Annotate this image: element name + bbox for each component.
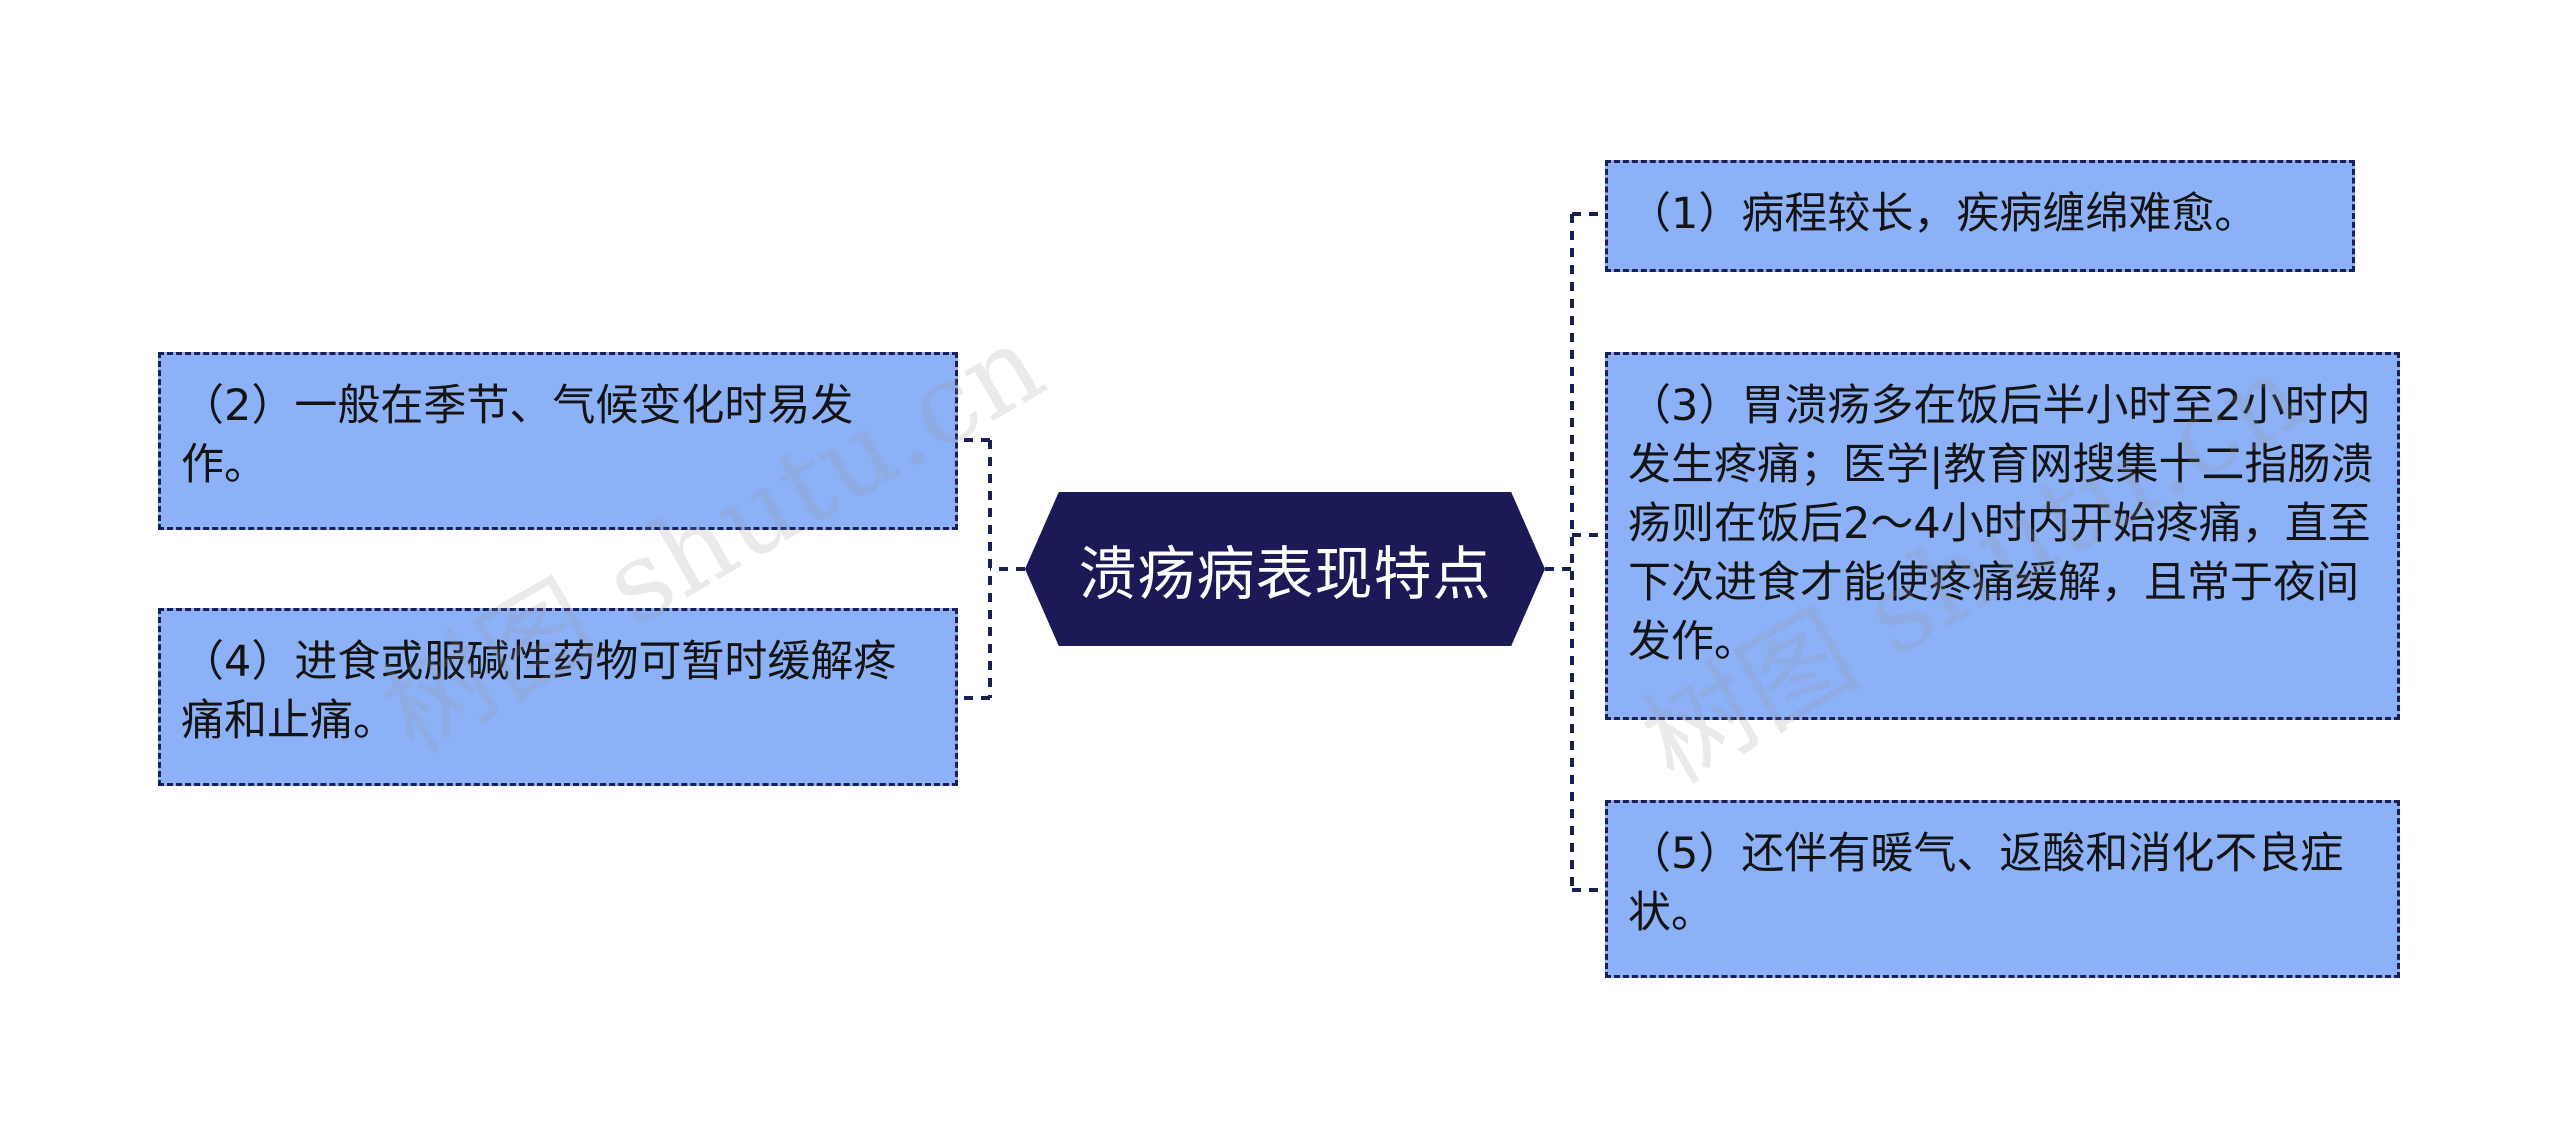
topic-node-5-text: （5）还伴有暖气、返酸和消化不良症状。 (1628, 829, 2344, 938)
topic-node-2[interactable]: （2）一般在季节、气候变化时易发作。 (158, 352, 958, 530)
topic-node-3[interactable]: （3）胃溃疡多在饭后半小时至2小时内发生疼痛；医学|教育网搜集十二指肠溃疡则在饭… (1605, 352, 2400, 720)
topic-node-1-text: （1）病程较长，疾病缠绵难愈。 (1628, 189, 2258, 239)
central-topic[interactable]: 溃疡病表现特点 (1025, 492, 1545, 646)
topic-node-1[interactable]: （1）病程较长，疾病缠绵难愈。 (1605, 160, 2355, 272)
topic-node-4-text: （4）进食或服碱性药物可暂时缓解疼痛和止痛。 (181, 637, 897, 746)
topic-node-2-text: （2）一般在季节、气候变化时易发作。 (181, 381, 854, 490)
topic-node-5[interactable]: （5）还伴有暖气、返酸和消化不良症状。 (1605, 800, 2400, 978)
central-topic-label: 溃疡病表现特点 (1078, 540, 1492, 608)
topic-node-4[interactable]: （4）进食或服碱性药物可暂时缓解疼痛和止痛。 (158, 608, 958, 786)
topic-node-3-text: （3）胃溃疡多在饭后半小时至2小时内发生疼痛；医学|教育网搜集十二指肠溃疡则在饭… (1628, 381, 2374, 667)
